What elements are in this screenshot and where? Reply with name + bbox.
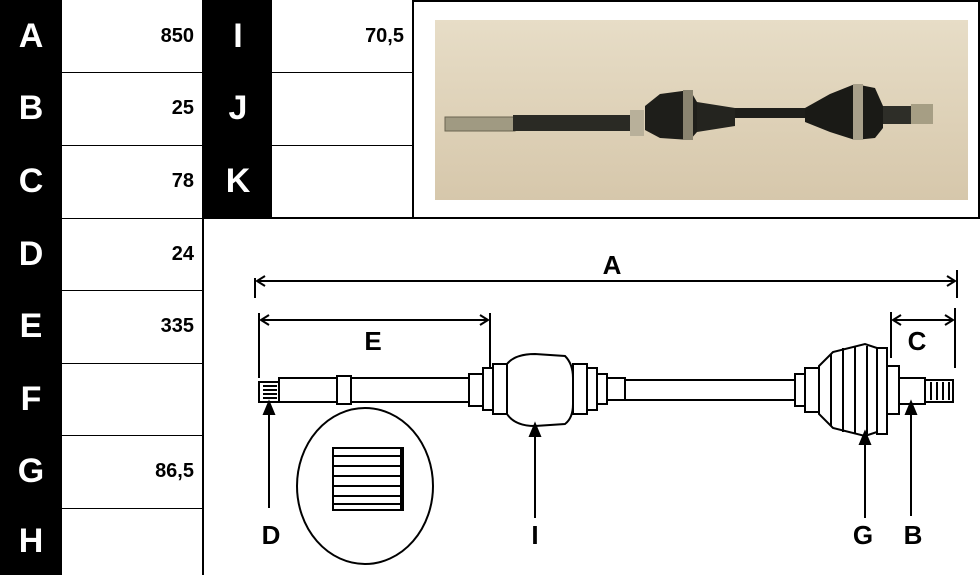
grid-line [62, 508, 202, 509]
grid-line [412, 0, 980, 2]
dim-label-c: C [908, 326, 927, 356]
value-c: 78 [62, 145, 202, 218]
grid-line [204, 217, 980, 219]
grid-line [62, 363, 202, 364]
grid-line [978, 0, 980, 218]
grid-line [62, 72, 202, 73]
product-photo [435, 20, 968, 200]
grid-line [202, 0, 204, 575]
label-e: E [0, 290, 62, 363]
label-h: H [0, 508, 62, 575]
dim-label-a: A [603, 250, 622, 280]
value-d: 24 [62, 218, 202, 290]
drive-shaft-photo-icon [444, 84, 933, 140]
label-d: D [0, 218, 62, 290]
label-f: F [0, 363, 62, 435]
label-a: A [0, 0, 62, 72]
drive-shaft-diagram-icon: A E C D I G B [254, 250, 958, 565]
grid-line [272, 72, 412, 73]
value-a: 850 [62, 0, 202, 72]
part-label-d: D [262, 520, 281, 550]
value-j [272, 72, 412, 145]
value-e: 335 [62, 290, 202, 363]
part-label-b: B [904, 520, 923, 550]
value-b: 25 [62, 72, 202, 145]
label-b: B [0, 72, 62, 145]
drive-shaft-diagram: A E C D I G B [205, 218, 980, 575]
grid-line [412, 0, 414, 218]
grid-line [62, 290, 202, 291]
label-g: G [0, 435, 62, 508]
label-j: J [204, 72, 272, 145]
label-k: K [204, 145, 272, 218]
part-label-i: I [531, 520, 538, 550]
value-i: 70,5 [272, 0, 412, 72]
value-g: 86,5 [62, 435, 202, 508]
grid-line [62, 435, 202, 436]
value-h [62, 508, 202, 575]
label-c: C [0, 145, 62, 218]
value-f [62, 363, 202, 435]
grid-line [62, 218, 202, 219]
value-k [272, 145, 412, 218]
part-label-g: G [853, 520, 873, 550]
grid-line [62, 145, 202, 146]
label-i: I [204, 0, 272, 72]
dim-label-e: E [364, 326, 381, 356]
grid-line [272, 145, 412, 146]
